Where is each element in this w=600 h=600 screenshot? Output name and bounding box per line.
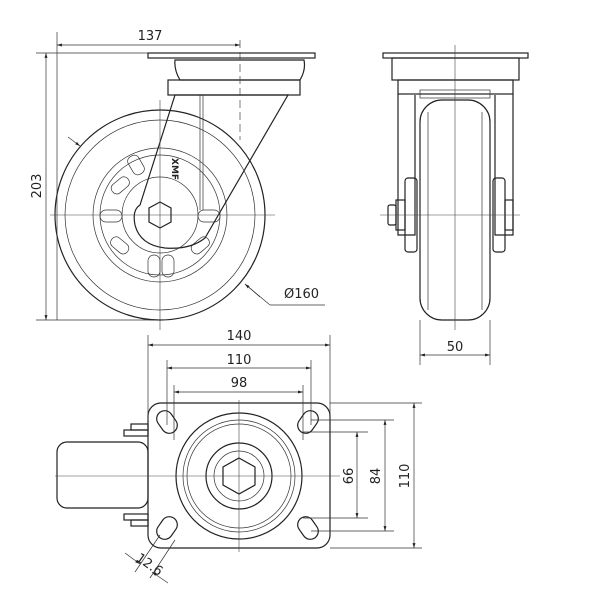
- dim-140: 140: [227, 329, 252, 344]
- logo-text: XMF: [169, 158, 179, 180]
- dim-110-vertical: 110: [398, 464, 413, 489]
- dim-98: 98: [231, 376, 248, 391]
- dim-137: 137: [138, 29, 163, 44]
- front-view: 50: [380, 45, 529, 365]
- top-view: 140 110 98 66 84 110 12.6: [55, 329, 422, 584]
- dim-66: 66: [342, 468, 357, 485]
- dim-50: 50: [447, 340, 464, 355]
- dim-12-6: 12.6: [133, 551, 165, 580]
- dim-203: 203: [30, 174, 45, 199]
- dim-110-horizontal: 110: [227, 353, 252, 368]
- side-view: XMF 137 203 Ø160: [30, 29, 325, 330]
- dim-diameter-160: Ø160: [284, 287, 319, 302]
- dim-84: 84: [369, 468, 384, 485]
